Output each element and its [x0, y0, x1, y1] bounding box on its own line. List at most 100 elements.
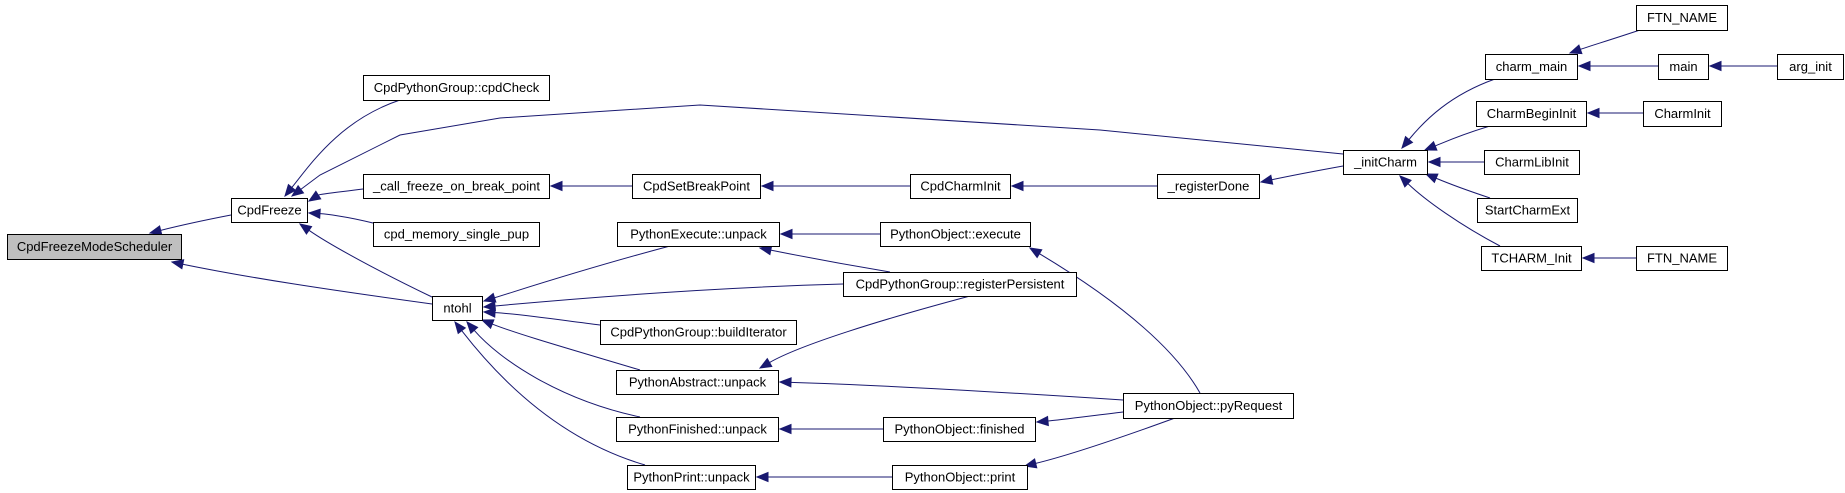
node-initcharm[interactable]: _initCharm	[1343, 150, 1428, 175]
node-label: StartCharmExt	[1485, 202, 1571, 217]
node-cpdfreezemodescheduler[interactable]: CpdFreezeModeScheduler	[7, 234, 182, 260]
node-box[interactable]	[617, 222, 780, 247]
edge-PythonFinished_unpack-to-ntohl	[466, 321, 641, 418]
edge-line	[492, 323, 641, 371]
node-main[interactable]: main	[1658, 54, 1709, 80]
node-cpdcharminit[interactable]: CpdCharmInit	[910, 174, 1011, 199]
node-arg-init[interactable]: arg_init	[1777, 54, 1844, 80]
node-box[interactable]	[627, 465, 756, 490]
node-pythonobject-finished[interactable]: PythonObject::finished	[883, 417, 1036, 442]
edges-layer	[148, 29, 1777, 483]
node-box[interactable]	[616, 417, 779, 442]
arrowhead-icon	[1568, 44, 1583, 55]
node-charmbegininit[interactable]: CharmBeginInit	[1476, 101, 1587, 127]
node-box[interactable]	[1123, 393, 1294, 419]
node-cpdpythongroup-builditerator[interactable]: CpdPythonGroup::buildIterator	[600, 320, 797, 345]
arrowhead-icon	[1401, 135, 1414, 150]
node-box[interactable]	[883, 417, 1036, 442]
node-pythonobject-pyrequest[interactable]: PythonObject::pyRequest	[1123, 393, 1294, 419]
arrowhead-icon	[1259, 174, 1274, 185]
node-pythonprint-unpack[interactable]: PythonPrint::unpack	[627, 465, 756, 490]
node-box[interactable]	[1636, 5, 1728, 31]
node-label: charm_main	[1496, 59, 1568, 74]
node-box[interactable]	[910, 174, 1011, 199]
node-box[interactable]	[616, 370, 779, 395]
node-box[interactable]	[892, 465, 1028, 490]
node-tcharm-init[interactable]: TCHARM_Init	[1481, 246, 1582, 271]
node-box[interactable]	[1485, 54, 1578, 80]
node-charminit[interactable]: CharmInit	[1643, 101, 1722, 127]
arrowhead-icon	[290, 184, 305, 197]
edge-line	[319, 213, 374, 224]
node-box[interactable]	[1484, 150, 1580, 175]
node-box[interactable]	[1481, 246, 1582, 271]
node-pythonexecute-unpack[interactable]: PythonExecute::unpack	[617, 222, 780, 247]
edge-line	[494, 312, 601, 326]
node-box[interactable]	[880, 222, 1031, 247]
node-label: PythonExecute::unpack	[630, 226, 767, 241]
edge-line	[1035, 417, 1176, 464]
node-label: PythonObject::execute	[890, 226, 1021, 241]
node-startcharmext[interactable]: StartCharmExt	[1477, 198, 1578, 223]
node-registerdone[interactable]: _registerDone	[1157, 174, 1260, 199]
node-cpdsetbreakpoint[interactable]: CpdSetBreakPoint	[632, 174, 761, 199]
edge-line	[291, 99, 401, 188]
node-call-freeze-on-break-point[interactable]: _call_freeze_on_break_point	[363, 174, 550, 199]
arrowhead-icon	[760, 180, 774, 192]
node-label: _registerDone	[1167, 178, 1250, 193]
arrowhead-icon	[1028, 247, 1043, 259]
edge-CharmLibInit-to-_initCharm	[1427, 156, 1484, 168]
node-cpdfreeze[interactable]: CpdFreeze	[231, 198, 308, 223]
node-charmlibinit[interactable]: CharmLibInit	[1484, 150, 1580, 175]
node-label: CharmBeginInit	[1487, 106, 1577, 121]
node-box[interactable]	[231, 198, 308, 223]
edge-charm_main-to-_initCharm	[1401, 78, 1496, 150]
node-pythonabstract-unpack[interactable]: PythonAbstract::unpack	[616, 370, 779, 395]
arrowhead-icon	[482, 300, 496, 312]
node-pythonobject-execute[interactable]: PythonObject::execute	[880, 222, 1031, 247]
node-box[interactable]	[1476, 101, 1587, 127]
node-pythonobject-print[interactable]: PythonObject::print	[892, 465, 1028, 490]
node-cpdpythongroup-cpdcheck[interactable]: CpdPythonGroup::cpdCheck	[363, 75, 550, 101]
node-box[interactable]	[7, 234, 182, 260]
node-box[interactable]	[632, 174, 761, 199]
node-ntohl[interactable]: ntohl	[432, 296, 483, 321]
node-pythonfinished-unpack[interactable]: PythonFinished::unpack	[616, 417, 779, 442]
node-box[interactable]	[600, 320, 797, 345]
node-label: CharmInit	[1654, 106, 1711, 121]
node-box[interactable]	[1157, 174, 1260, 199]
node-box[interactable]	[432, 296, 483, 321]
arrowhead-icon	[482, 307, 496, 318]
node-box[interactable]	[373, 222, 540, 247]
node-box[interactable]	[1658, 54, 1709, 80]
node-box[interactable]	[1643, 101, 1722, 127]
node-charm-main[interactable]: charm_main	[1485, 54, 1578, 80]
edge-arg_init-to-main	[1708, 60, 1777, 72]
node-cpdpythongroup-registerpersistent[interactable]: CpdPythonGroup::registerPersistent	[843, 272, 1077, 297]
edge-PythonObject_finished-to-PythonFinished_unpack	[778, 423, 884, 435]
node-box[interactable]	[1636, 246, 1728, 271]
arrowhead-icon	[778, 423, 792, 435]
node-ftn-name-1[interactable]: FTN_NAME	[1636, 5, 1728, 31]
node-label: arg_init	[1789, 59, 1832, 74]
node-box[interactable]	[1343, 150, 1428, 175]
edge-TCHARM_Init-to-_initCharm	[1399, 175, 1501, 247]
node-label: cpd_memory_single_pup	[384, 226, 529, 241]
edge-line	[160, 214, 232, 231]
node-box[interactable]	[363, 75, 550, 101]
edge-cpd_memory_single_pup-to-CpdFreeze	[307, 208, 374, 224]
edge-PythonAbstract_unpack-to-ntohl	[480, 319, 641, 371]
node-box[interactable]	[843, 272, 1077, 297]
arrowhead-icon	[170, 259, 185, 270]
node-box[interactable]	[1777, 54, 1844, 80]
edge-line	[790, 381, 1124, 401]
edge-line	[770, 249, 891, 273]
node-box[interactable]	[1477, 198, 1578, 223]
edge-CpdFreeze-to-CpdFreezeModeScheduler	[148, 214, 232, 236]
node-ftn-name-2[interactable]: FTN_NAME	[1636, 246, 1728, 271]
node-label: CpdFreeze	[237, 202, 301, 217]
node-box[interactable]	[363, 174, 550, 199]
edge-line	[494, 245, 671, 299]
node-cpd-memory-single-pup[interactable]: cpd_memory_single_pup	[373, 222, 540, 247]
